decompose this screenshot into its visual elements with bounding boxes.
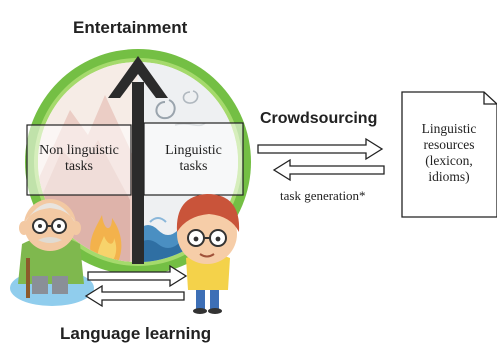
crowdsourcing-label: Crowdsourcing [260, 110, 378, 127]
language-learning-label: Language learning [60, 324, 212, 343]
non-linguistic-line-1: Non linguistic [39, 143, 119, 158]
boy-character [176, 194, 240, 314]
task-generation-label: task generation* [280, 188, 366, 203]
linguistic-tasks-label: Linguistic tasks [144, 143, 243, 175]
upward-arrow-icon [108, 56, 168, 264]
crowdsourcing-double-arrow-icon [257, 137, 385, 182]
linguistic-line-2: tasks [179, 159, 208, 174]
linguistic-line-1: Linguistic [165, 143, 222, 158]
document-line-4: idioms) [428, 169, 470, 184]
document-line-3: (lexicon, [425, 153, 473, 168]
bottom-double-arrow-icon [84, 264, 188, 308]
document-icon [401, 91, 497, 218]
document-line-1: Linguistic [421, 121, 477, 136]
non-linguistic-line-2: tasks [65, 159, 93, 174]
grandfather-character [10, 199, 94, 306]
document-line-2: resources [423, 137, 475, 152]
document-text: Linguistic resources (lexicon, idioms) [404, 121, 494, 185]
non-linguistic-tasks-box [26, 124, 132, 196]
linguistic-tasks-box [143, 122, 244, 196]
entertainment-label: Entertainment [73, 18, 188, 37]
non-linguistic-tasks-label: Non linguistic tasks [27, 143, 131, 175]
